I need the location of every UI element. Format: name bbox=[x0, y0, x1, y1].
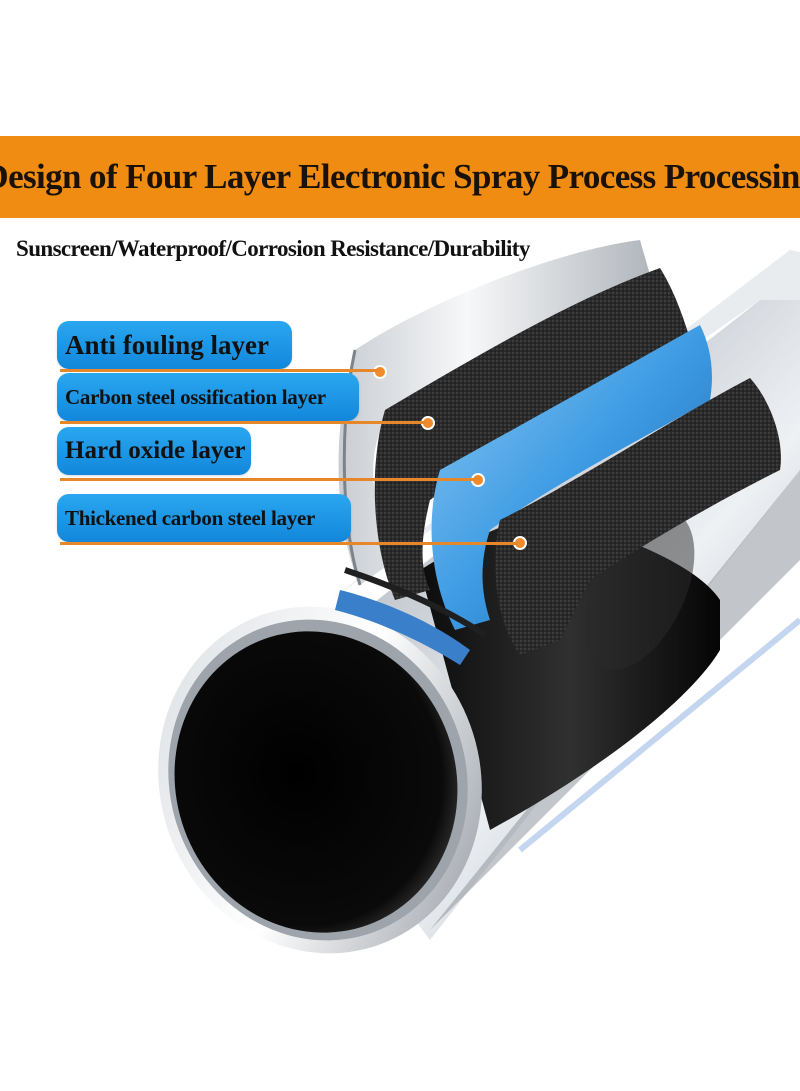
label-thickened-carbon-steel-layer: Thickened carbon steel layer bbox=[57, 494, 351, 542]
leader-line-hard-oxide bbox=[60, 478, 476, 481]
leader-line-anti-fouling bbox=[60, 369, 378, 372]
layer-label-text: Carbon steel ossification layer bbox=[65, 384, 326, 409]
title-banner: Design of Four Layer Electronic Spray Pr… bbox=[0, 136, 800, 218]
layer-label-text: Anti fouling layer bbox=[65, 329, 270, 360]
leader-line-ossification bbox=[60, 421, 426, 424]
marker-dot-anti-fouling bbox=[373, 365, 387, 379]
label-hard-oxide-layer: Hard oxide layer bbox=[57, 427, 251, 475]
layer-label-text: Thickened carbon steel layer bbox=[65, 505, 315, 530]
label-anti-fouling-layer: Anti fouling layer bbox=[57, 321, 292, 369]
peeled-layers bbox=[335, 240, 781, 665]
pipe-opening bbox=[158, 606, 482, 954]
features-subtitle: Sunscreen/Waterproof/Corrosion Resistanc… bbox=[16, 236, 530, 261]
leader-line-thickened bbox=[60, 542, 518, 545]
page-title: Design of Four Layer Electronic Spray Pr… bbox=[0, 157, 800, 196]
layer-label-text: Hard oxide layer bbox=[65, 437, 246, 464]
label-carbon-steel-ossification-layer: Carbon steel ossification layer bbox=[57, 373, 359, 421]
